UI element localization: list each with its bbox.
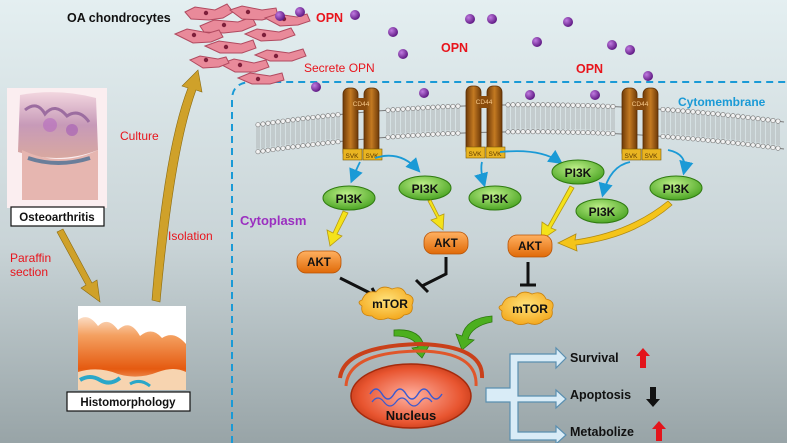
- svk-label-2b: SVK: [488, 151, 502, 158]
- metabolize-up-arrow-icon: [652, 421, 666, 441]
- pi3k-label-6: PI3K: [663, 182, 690, 196]
- receptor-complex-2: CD44 SVK SVK: [465, 85, 506, 159]
- metabolize-label: Metabolize: [570, 425, 634, 439]
- pi3k-node-2: PI3K: [398, 175, 452, 201]
- nucleus: Nucleus: [338, 341, 485, 429]
- mtor-node-2: mTOR: [498, 291, 554, 325]
- akt-node-3: AKT: [507, 234, 553, 258]
- outcome-bracket-arrows: [485, 346, 567, 443]
- histomorphology-label: Histomorphology: [80, 397, 176, 409]
- akt-label-3: AKT: [518, 241, 542, 253]
- opn-label-3: OPN: [576, 62, 603, 76]
- osteoarthritis-label: Osteoarthritis: [19, 212, 94, 224]
- akt-node-1: AKT: [296, 250, 342, 274]
- receptor-label-1: CD44: [353, 101, 370, 108]
- oa-chondrocytes-label: OA chondrocytes: [67, 11, 171, 25]
- culture-isolation-arrow: [151, 69, 203, 303]
- chondrocyte-cluster: [173, 3, 311, 85]
- cell-membrane-bilayer: [255, 102, 785, 155]
- receptor-complex-1: CD44 SVK SVK: [342, 87, 383, 161]
- receptor-label-3: CD44: [632, 101, 649, 108]
- pi3k-label-4: PI3K: [565, 166, 592, 180]
- opn-label-1: OPN: [316, 11, 343, 25]
- svk-label-1a: SVK: [345, 153, 359, 160]
- receptor-to-pi3k-arrows: [349, 149, 694, 198]
- svk-label-3b: SVK: [644, 153, 658, 160]
- akt-label-1: AKT: [307, 257, 331, 269]
- svk-label-1b: SVK: [365, 153, 379, 160]
- histomorphology-box: [66, 391, 191, 412]
- pi3k-to-akt-arrows: [326, 185, 673, 252]
- pi3k-label-2: PI3K: [412, 182, 439, 196]
- paraffin-label: Paraffin: [10, 251, 51, 265]
- pi3k-node-5: PI3K: [575, 198, 629, 224]
- survival-up-arrow-icon: [636, 348, 650, 368]
- pi3k-label-5: PI3K: [589, 205, 616, 219]
- svk-label-2a: SVK: [468, 151, 482, 158]
- section-label: section: [10, 265, 48, 279]
- apoptosis-label: Apoptosis: [570, 388, 631, 402]
- culture-label: Culture: [120, 129, 159, 143]
- histomorphology-image: [78, 306, 186, 390]
- receptor-label-2: CD44: [476, 99, 493, 106]
- isolation-label: Isolation: [168, 229, 213, 243]
- pi3k-node-1: PI3K: [322, 185, 376, 211]
- osteoarthritis-box: [10, 206, 105, 227]
- mtor-node-1: mTOR: [358, 286, 414, 320]
- receptor-complex-3: CD44 SVK SVK: [621, 87, 662, 161]
- apoptosis-down-arrow-icon: [646, 387, 660, 407]
- opn-molecules: [275, 7, 653, 100]
- mtor-label-1: mTOR: [372, 297, 408, 311]
- survival-label: Survival: [570, 351, 619, 365]
- cytoplasm-label: Cytoplasm: [240, 213, 306, 228]
- pi3k-node-4: PI3K: [551, 159, 605, 185]
- pi3k-label-3: PI3K: [482, 192, 509, 206]
- nucleus-label: Nucleus: [386, 408, 437, 423]
- akt-node-2: AKT: [423, 231, 469, 255]
- mtor-label-2: mTOR: [512, 302, 548, 316]
- pi3k-node-3: PI3K: [468, 185, 522, 211]
- secrete-opn-label: Secrete OPN: [304, 61, 375, 75]
- knee-joint-image: [7, 88, 107, 208]
- akt-label-2: AKT: [434, 238, 458, 250]
- pi3k-label-1: PI3K: [336, 192, 363, 206]
- pi3k-node-6: PI3K: [649, 175, 703, 201]
- opn-label-2: OPN: [441, 41, 468, 55]
- cytomembrane-label: Cytomembrane: [678, 95, 766, 109]
- paraffin-arrow: [56, 228, 101, 303]
- svk-label-3a: SVK: [624, 153, 638, 160]
